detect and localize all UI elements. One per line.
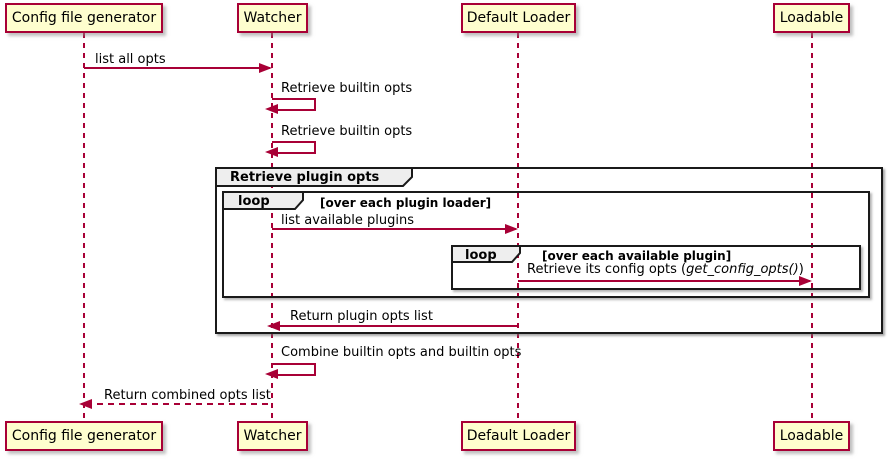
loop-keyword: loop [238, 194, 270, 209]
participant-default-loader-bottom: Default Loader [461, 421, 576, 451]
loop-keyword: loop [465, 248, 497, 263]
arrowhead-left [265, 104, 278, 114]
loop-frame-tab [451, 245, 521, 263]
message-arrow-retrieve-its-config-opts [518, 280, 810, 282]
group-frame-tab [215, 167, 413, 187]
loop-condition: [over each available plugin] [542, 249, 732, 263]
arrowhead-right [799, 276, 812, 286]
arrowhead-left [265, 369, 278, 379]
message-label-list-all-opts: list all opts [95, 52, 166, 67]
message-label-retrieve-builtin-opts-1: Retrieve builtin opts [281, 81, 413, 96]
participant-label: Watcher [243, 10, 302, 26]
participant-loadable-bottom: Loadable [773, 421, 850, 451]
arrowhead-left [267, 321, 280, 331]
lifeline-default-loader [517, 33, 519, 421]
message-text: ) [798, 262, 804, 277]
arrowhead-left [79, 399, 92, 409]
participant-config-file-generator-top: Config file generator [5, 3, 163, 33]
message-label-return-combined-opts-list: Return combined opts list [104, 388, 271, 403]
lifeline-loadable [811, 33, 813, 421]
message-arrow-list-all-opts [84, 67, 270, 69]
arrowhead-right [505, 224, 518, 234]
participant-config-file-generator-bottom: Config file generator [5, 421, 163, 451]
arrowhead-right [259, 63, 272, 73]
message-arrow-list-available-plugins [272, 228, 516, 230]
loop-frame-tab [222, 191, 304, 210]
participant-label: Config file generator [11, 10, 157, 26]
arrowhead-left [265, 147, 278, 157]
message-label-retrieve-its-config-opts: Retrieve its config opts (get_config_opt… [527, 262, 804, 277]
participant-label: Config file generator [11, 428, 157, 444]
loop-condition: [over each plugin loader] [320, 196, 492, 210]
participant-label: Default Loader [466, 428, 571, 444]
message-label-retrieve-builtin-opts-2: Retrieve builtin opts [281, 124, 413, 139]
message-arrow-return-plugin-opts-list [274, 325, 518, 327]
participant-label: Loadable [779, 10, 844, 26]
participant-label: Watcher [243, 428, 302, 444]
message-arrow-return-combined-opts-list [86, 403, 272, 405]
participant-loadable-top: Loadable [773, 3, 850, 33]
message-label-list-available-plugins: list available plugins [281, 213, 415, 228]
participant-watcher-top: Watcher [237, 3, 308, 33]
message-text-italic: get_config_opts() [686, 262, 799, 277]
loop-frame-plugin-loader: loop [over each plugin loader] [222, 191, 870, 298]
lifeline-watcher [271, 33, 273, 421]
participant-label: Loadable [779, 428, 844, 444]
lifeline-config-file-generator [83, 33, 85, 421]
participant-default-loader-top: Default Loader [461, 3, 576, 33]
message-label-combine-builtin-opts: Combine builtin opts and builtin opts [281, 345, 522, 360]
message-text: Retrieve its config opts ( [527, 262, 687, 277]
loop-frame-available-plugin: loop [over each available plugin] [451, 245, 861, 290]
group-frame-retrieve-plugin-opts: Retrieve plugin opts [215, 167, 883, 334]
self-message-arrow [272, 141, 316, 154]
self-message-arrow [272, 98, 316, 111]
group-frame-title: Retrieve plugin opts [230, 170, 380, 185]
message-label-return-plugin-opts-list: Return plugin opts list [290, 309, 433, 324]
self-message-arrow [272, 363, 316, 376]
participant-label: Default Loader [466, 10, 571, 26]
participant-watcher-bottom: Watcher [237, 421, 308, 451]
